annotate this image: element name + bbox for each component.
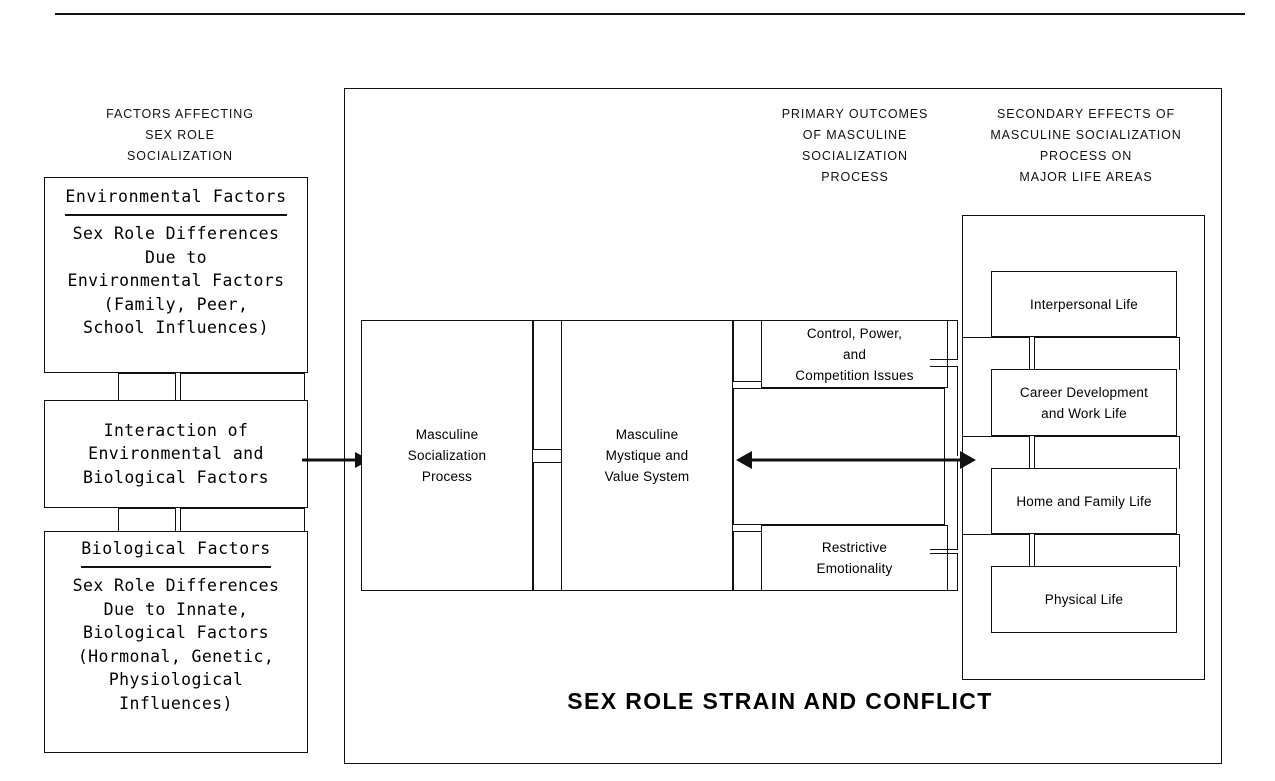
biological-factors-box[interactable]: Biological Factors Sex Role Differences …	[44, 531, 308, 753]
left-heading-line-2: SEX ROLE	[145, 128, 215, 142]
interpersonal-life-box[interactable]: Interpersonal Life	[991, 271, 1177, 337]
connector-home-to-physical-right	[1034, 534, 1180, 567]
environmental-factors-box[interactable]: Environmental Factors Sex Role Differenc…	[44, 177, 308, 373]
masculine-socialization-box[interactable]: Masculine Socialization Process	[361, 320, 533, 591]
career-line-2: and Work Life	[1041, 405, 1127, 421]
interaction-line-2: Environmental and	[88, 444, 264, 464]
primary-heading-line-4: PROCESS	[821, 170, 889, 184]
control-power-competition-box[interactable]: Control, Power, and Competition Issues	[761, 320, 948, 388]
mys-line-1: Masculine	[615, 427, 679, 442]
top-horizontal-rule	[55, 13, 1245, 15]
env-body-line-1: Sex Role Differences	[72, 224, 280, 243]
interaction-line-1: Interaction of	[103, 420, 249, 440]
secondary-heading-line-4: MAJOR LIFE AREAS	[1019, 170, 1153, 184]
soc-line-2: Socialization	[407, 448, 487, 463]
physical-life-label: Physical Life	[1044, 592, 1124, 607]
primary-heading-line-1: PRIMARY OUTCOMES	[781, 107, 929, 121]
mys-line-3: Value System	[604, 469, 690, 484]
restrictive-emotionality-box[interactable]: Restrictive Emotionality	[761, 525, 948, 591]
soc-line-1: Masculine	[415, 427, 479, 442]
biological-divider	[81, 566, 271, 568]
connector-mystique-to-center-lower	[733, 531, 761, 591]
bio-body-line-6: Influences)	[119, 693, 233, 713]
connector-mystique-to-center-upper	[733, 320, 761, 382]
rest-line-2: Emotionality	[816, 561, 893, 576]
physical-life-box[interactable]: Physical Life	[991, 566, 1177, 633]
ctrl-line-2: and	[842, 346, 867, 362]
bio-body-line-4: (Hormonal, Genetic,	[77, 646, 275, 666]
connector-interpersonal-to-career-right	[1034, 337, 1180, 370]
mys-line-2: Mystique and	[605, 448, 689, 463]
env-body-line-5: School Influences)	[82, 318, 269, 337]
primary-heading-line-3: SOCIALIZATION	[802, 149, 908, 163]
home-family-life-label: Home and Family Life	[1016, 493, 1152, 509]
environmental-factors-title: Environmental Factors	[65, 187, 287, 206]
connector-career-to-home-left	[962, 436, 1030, 469]
left-heading-line-1: FACTORS AFFECTING	[106, 107, 254, 121]
environmental-divider	[65, 214, 287, 216]
restrictive-emotionality-label: Restrictive Emotionality	[817, 537, 893, 579]
env-body-line-4: (Family, Peer,	[103, 294, 249, 314]
diagram-title: SEX ROLE STRAIN AND CONFLICT	[567, 688, 993, 714]
soc-line-3: Process	[421, 469, 473, 484]
career-development-label: Career Development and Work Life	[1020, 382, 1148, 424]
interaction-box[interactable]: Interaction of Environmental and Biologi…	[44, 400, 308, 508]
outer-frame	[344, 88, 1222, 764]
connector-restrictive-to-right	[930, 553, 958, 591]
connector-env-to-interaction-right	[180, 373, 305, 402]
env-body-line-2: Due to	[144, 247, 207, 267]
secondary-heading-line-1: SECONDARY EFFECTS OF	[997, 107, 1175, 121]
connector-career-to-home-right	[1034, 436, 1180, 469]
connector-restrictive-to-right-upper	[930, 460, 958, 550]
secondary-heading-line-2: MASCULINE SOCIALIZATION	[990, 128, 1182, 142]
central-link-box	[733, 388, 945, 525]
connector-control-to-right	[930, 320, 958, 360]
connector-soc-to-mystique-upper	[533, 320, 561, 450]
biological-factors-body: Sex Role Differences Due to Innate, Biol…	[73, 574, 280, 715]
masculine-mystique-box[interactable]: Masculine Mystique and Value System	[561, 320, 733, 591]
left-heading-line-3: SOCIALIZATION	[127, 149, 233, 163]
biological-factors-title: Biological Factors	[81, 539, 271, 558]
bio-body-line-2: Due to Innate,	[103, 599, 249, 619]
secondary-heading-line-3: PROCESS ON	[1039, 149, 1133, 163]
interaction-body: Interaction of Environmental and Biologi…	[83, 419, 269, 490]
control-power-label: Control, Power, and Competition Issues	[795, 323, 913, 386]
connector-control-to-right-lower	[930, 366, 958, 456]
ctrl-line-1: Control, Power,	[806, 325, 903, 341]
connector-env-to-interaction-left	[118, 373, 176, 402]
left-heading: FACTORS AFFECTING SEX ROLE SOCIALIZATION	[50, 104, 310, 167]
masculine-socialization-label: Masculine Socialization Process	[408, 424, 486, 487]
ctrl-line-3: Competition Issues	[795, 367, 914, 383]
environmental-factors-body: Sex Role Differences Due to Environmenta…	[67, 222, 284, 340]
connector-interpersonal-to-career-left	[962, 337, 1030, 370]
home-family-life-box[interactable]: Home and Family Life	[991, 468, 1177, 534]
connector-soc-to-mystique-lower	[533, 462, 561, 591]
bio-body-line-3: Biological Factors	[82, 623, 269, 642]
env-body-line-3: Environmental Factors	[67, 271, 285, 290]
arrow-interaction-to-socialization	[302, 452, 370, 468]
masculine-mystique-label: Masculine Mystique and Value System	[605, 424, 690, 487]
interaction-line-3: Biological Factors	[82, 467, 269, 487]
bio-body-line-1: Sex Role Differences	[72, 576, 280, 595]
connector-interaction-to-bio-left	[118, 508, 176, 533]
primary-heading-line-2: OF MASCULINE	[802, 128, 908, 142]
secondary-effects-heading: SECONDARY EFFECTS OF MASCULINE SOCIALIZA…	[955, 104, 1217, 188]
career-line-1: Career Development	[1019, 384, 1149, 400]
bidirectional-arrow-center	[736, 451, 976, 469]
primary-outcomes-heading: PRIMARY OUTCOMES OF MASCULINE SOCIALIZAT…	[755, 104, 955, 188]
connector-interaction-to-bio-right	[180, 508, 305, 533]
career-development-box[interactable]: Career Development and Work Life	[991, 369, 1177, 436]
bio-body-line-5: Physiological	[108, 670, 244, 689]
interpersonal-life-label: Interpersonal Life	[1030, 296, 1138, 312]
rest-line-1: Restrictive	[821, 540, 888, 555]
connector-home-to-physical-left	[962, 534, 1030, 567]
